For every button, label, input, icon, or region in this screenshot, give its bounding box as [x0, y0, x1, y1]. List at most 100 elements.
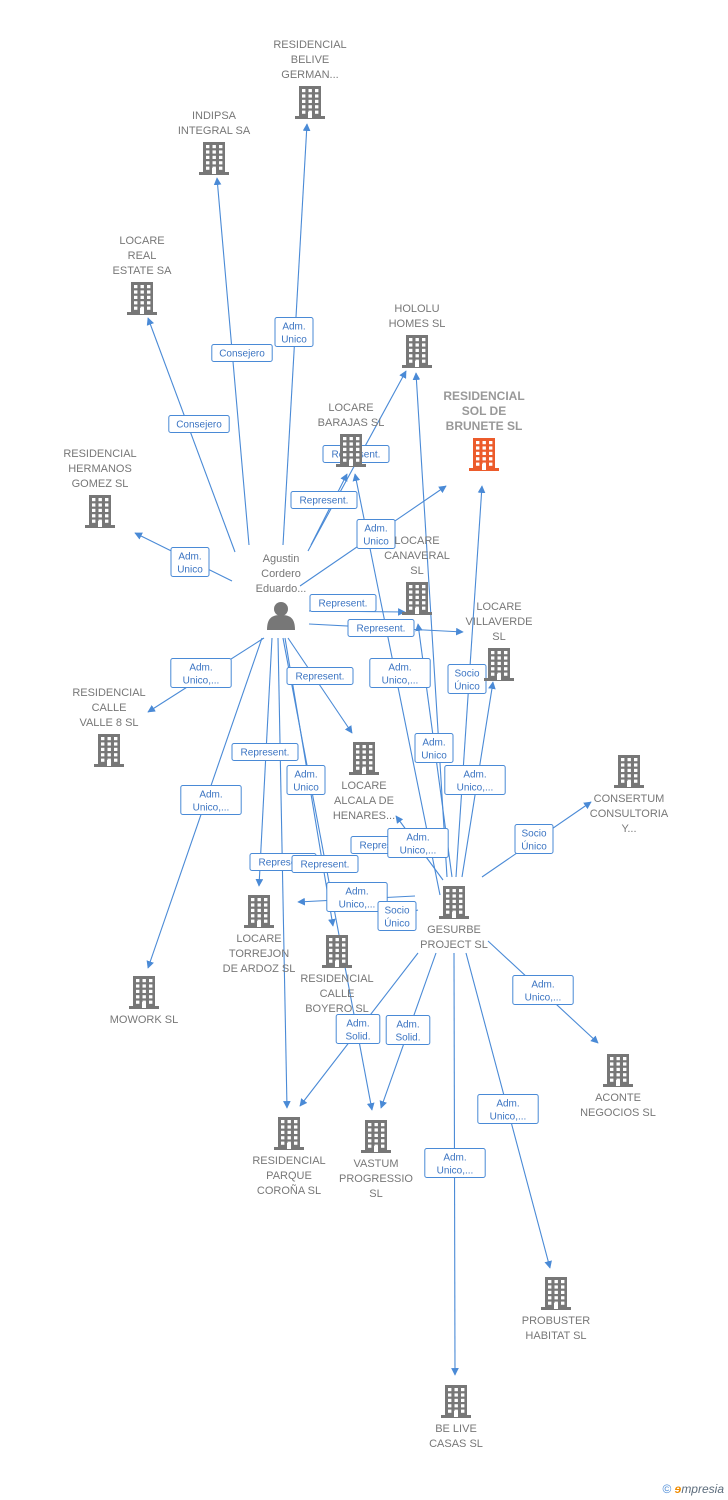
- edge-agustin-to-torrejon: [255, 637, 273, 887]
- relation-label[interactable]: Adm.Unico,...: [477, 1094, 539, 1124]
- building-icon: [336, 434, 366, 467]
- node-mowork[interactable]: MOWORK SL: [110, 976, 178, 1026]
- relation-label-text: Solid.: [345, 1032, 370, 1043]
- node-label: ALCALA DE: [334, 795, 394, 807]
- relation-label-box: [385, 1015, 431, 1045]
- node-label: RESIDENCIAL: [252, 1155, 325, 1167]
- relation-label[interactable]: Adm.Unico,...: [444, 765, 506, 795]
- relation-label[interactable]: Represent.: [286, 667, 354, 685]
- node-label: REAL: [128, 250, 157, 262]
- relation-label[interactable]: Adm.Unico: [286, 765, 326, 795]
- relation-label-text: Adm.: [531, 980, 554, 991]
- node-label: LOCARE: [341, 780, 386, 792]
- relation-label[interactable]: Adm.Unico,...: [387, 828, 449, 858]
- node-label: Agustin: [263, 553, 300, 565]
- relation-label-box: [356, 519, 396, 549]
- node-label: DE ARDOZ SL: [223, 963, 296, 975]
- relation-label-text: Adm.: [199, 790, 222, 801]
- relation-label[interactable]: Represent.: [291, 855, 359, 873]
- relation-label[interactable]: Consejero: [211, 344, 273, 362]
- relation-label[interactable]: Adm.Unico: [274, 317, 314, 347]
- relation-label-box: [274, 317, 314, 347]
- building-icon: [322, 935, 352, 968]
- relation-label[interactable]: Adm.Unico: [170, 547, 210, 577]
- relation-label[interactable]: Adm.Solid.: [385, 1015, 431, 1045]
- relation-label-box: [514, 824, 554, 854]
- relation-label[interactable]: Represent.: [347, 619, 415, 637]
- node-belive_german[interactable]: RESIDENCIALBELIVEGERMAN...: [273, 39, 347, 119]
- node-label: SL: [410, 565, 423, 577]
- node-label: CANAVERAL: [384, 550, 450, 562]
- relation-label[interactable]: Adm.Unico,...: [424, 1148, 486, 1178]
- relation-label-box: [170, 547, 210, 577]
- empresia-logo: ɘmpresia: [674, 1482, 724, 1496]
- relation-label-text: Represent.: [360, 841, 409, 852]
- node-label: COROÑA SL: [257, 1184, 321, 1197]
- building-icon: [199, 142, 229, 175]
- node-agustin[interactable]: AgustinCorderoEduardo...: [256, 553, 307, 630]
- person-icon: [267, 602, 295, 630]
- node-label: BRUNETE SL: [446, 419, 523, 433]
- brand-footer[interactable]: © ɘmpresia: [662, 1482, 724, 1496]
- relation-label[interactable]: Consejero: [168, 415, 230, 433]
- node-label: HABITAT SL: [525, 1330, 586, 1342]
- relation-label-text: Represent.: [296, 672, 345, 683]
- building-icon: [541, 1277, 571, 1310]
- node-label: Cordero: [261, 568, 301, 580]
- relation-label-box: [326, 882, 388, 912]
- relation-label[interactable]: Represent.: [231, 743, 299, 761]
- relation-label-box: [477, 1094, 539, 1124]
- node-label: GOMEZ SL: [72, 478, 129, 490]
- node-label: RESIDENCIAL: [300, 973, 373, 985]
- building-icon: [274, 1117, 304, 1150]
- relation-label-text: Represent.: [300, 496, 349, 507]
- node-label: BARAJAS SL: [318, 417, 385, 429]
- relation-label-text: Unico: [363, 537, 389, 548]
- relation-label-text: Represent.: [357, 624, 406, 635]
- building-icon: [244, 895, 274, 928]
- relation-label[interactable]: Represent.: [309, 594, 377, 612]
- building-icon: [469, 438, 499, 471]
- relation-label[interactable]: Adm.Unico,...: [170, 658, 232, 688]
- relation-label[interactable]: Adm.Unico,...: [369, 658, 431, 688]
- node-label: HOMES SL: [389, 318, 446, 330]
- node-hololu[interactable]: HOLOLU HOMES SL: [389, 303, 446, 368]
- relation-label-text: Adm.: [396, 1020, 419, 1031]
- node-consertum[interactable]: CONSERTUMCONSULTORIAY...: [590, 755, 669, 835]
- relation-label[interactable]: Adm.Unico,...: [326, 882, 388, 912]
- relation-label[interactable]: Adm.Unico,...: [180, 785, 242, 815]
- relation-label-text: Adm.: [189, 663, 212, 674]
- relation-label[interactable]: Adm. Solid.: [335, 1014, 381, 1044]
- relation-label-box: [335, 1014, 381, 1044]
- building-icon: [129, 976, 159, 1009]
- relation-label-box: [424, 1148, 486, 1178]
- relation-label[interactable]: Represent.: [290, 491, 358, 509]
- node-label: RESIDENCIAL: [443, 389, 524, 403]
- node-label: HOLOLU: [394, 303, 439, 315]
- relation-label-text: Adm.: [346, 1019, 369, 1030]
- relation-label[interactable]: Adm.Unico: [356, 519, 396, 549]
- relation-label-text: Consejero: [176, 420, 222, 431]
- relation-label[interactable]: Adm.Unico,...: [512, 975, 574, 1005]
- relation-label[interactable]: Adm.Unico: [414, 733, 454, 763]
